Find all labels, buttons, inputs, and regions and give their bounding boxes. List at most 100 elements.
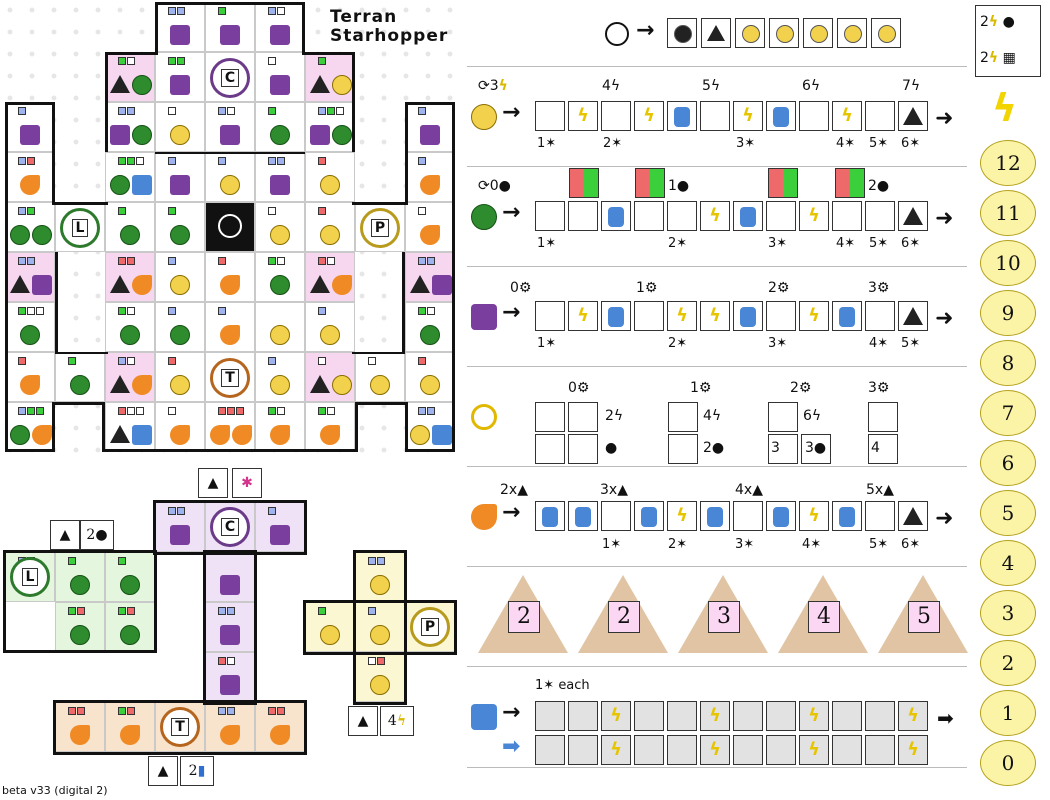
rocket-track-slot[interactable] (568, 501, 598, 531)
p-module-cell[interactable] (305, 602, 355, 652)
board-cell[interactable] (405, 202, 455, 252)
board-cell[interactable] (305, 52, 355, 102)
blue-track-slot[interactable] (865, 701, 895, 731)
board-cell[interactable] (305, 352, 355, 402)
rocket-track-slot[interactable] (832, 501, 862, 531)
l-module-cell[interactable] (105, 552, 155, 602)
blue-track-slot-2[interactable]: ϟ (799, 735, 829, 765)
score-space[interactable]: 4 (980, 540, 1036, 586)
score-space[interactable]: 0 (980, 740, 1036, 786)
board-cell[interactable] (155, 252, 205, 302)
blue-track-slot-2[interactable] (667, 735, 697, 765)
board-cell[interactable] (5, 302, 55, 352)
board-cell[interactable] (5, 252, 55, 302)
board-cell[interactable] (205, 302, 255, 352)
chip-track-slot[interactable] (601, 301, 631, 331)
upgrade-slot[interactable] (801, 434, 831, 464)
board-cell[interactable] (105, 52, 155, 102)
board-cell[interactable] (255, 52, 305, 102)
t-module-cell[interactable] (205, 702, 255, 752)
c-module-cell[interactable] (155, 502, 205, 552)
blue-track-slot[interactable] (535, 701, 565, 731)
rocket-track-slot[interactable] (766, 501, 796, 531)
gear-track-slot[interactable]: ϟ (832, 101, 862, 131)
blue-track-slot-2[interactable] (733, 735, 763, 765)
board-cell[interactable] (305, 302, 355, 352)
upgrade-slot[interactable] (868, 434, 898, 464)
chip-track-slot[interactable]: ϟ (799, 301, 829, 331)
green-track-slot[interactable] (832, 201, 862, 231)
board-cell[interactable] (155, 352, 205, 402)
board-cell[interactable] (405, 352, 455, 402)
upgrade-slot[interactable] (535, 402, 565, 432)
board-cell[interactable] (105, 352, 155, 402)
rocket-track-slot[interactable] (700, 501, 730, 531)
chip-track-slot[interactable] (733, 301, 763, 331)
green-track-slot[interactable] (634, 201, 664, 231)
blue-track-slot[interactable]: ϟ (799, 701, 829, 731)
blue-track-slot-2[interactable] (535, 735, 565, 765)
board-cell[interactable] (5, 102, 55, 152)
board-cell[interactable] (5, 402, 55, 452)
blue-track-slot[interactable]: ϟ (700, 701, 730, 731)
green-mixed-tile[interactable] (835, 168, 865, 198)
board-cell[interactable] (105, 402, 155, 452)
board-cell[interactable] (155, 102, 205, 152)
board-cell[interactable] (255, 302, 305, 352)
upgrade-slot[interactable] (768, 402, 798, 432)
board-cell[interactable] (255, 402, 305, 452)
blue-track-slot[interactable] (766, 701, 796, 731)
t-module-cell[interactable] (55, 702, 105, 752)
board-cell[interactable] (405, 302, 455, 352)
score-space[interactable]: 8 (980, 340, 1036, 386)
upgrade-slot[interactable] (568, 402, 598, 432)
blue-track-slot-2[interactable] (766, 735, 796, 765)
l-module-cell[interactable] (55, 552, 105, 602)
c-module-cell[interactable] (255, 502, 305, 552)
upgrade-slot[interactable] (535, 434, 565, 464)
board-cell[interactable] (305, 152, 355, 202)
board-cell[interactable] (5, 352, 55, 402)
green-mixed-tile[interactable] (768, 168, 798, 198)
board-cell[interactable] (305, 202, 355, 252)
l-module-cell[interactable] (105, 602, 155, 652)
board-cell[interactable] (5, 202, 55, 252)
gear-track-slot[interactable] (865, 101, 895, 131)
green-mixed-tile[interactable] (635, 168, 665, 198)
rocket-track-slot[interactable] (898, 501, 928, 531)
chip-track-slot[interactable] (898, 301, 928, 331)
board-cell[interactable] (105, 152, 155, 202)
module-wheel-l[interactable]: L (10, 557, 50, 597)
blue-track-slot-2[interactable]: ϟ (601, 735, 631, 765)
board-cell[interactable] (105, 302, 155, 352)
gear-track-slot[interactable] (535, 101, 565, 131)
rocket-track-slot[interactable]: ϟ (799, 501, 829, 531)
board-cell[interactable] (155, 2, 205, 52)
score-space[interactable]: 9 (980, 290, 1036, 336)
board-cell[interactable] (255, 2, 305, 52)
chip-track-slot[interactable] (832, 301, 862, 331)
module-wheel-t[interactable]: T (160, 707, 200, 747)
board-cell[interactable] (405, 102, 455, 152)
chip-track-slot[interactable] (634, 301, 664, 331)
board-cell[interactable] (155, 52, 205, 102)
green-track-slot[interactable] (733, 201, 763, 231)
board-cell[interactable] (255, 252, 305, 302)
blue-track-slot-2[interactable] (568, 735, 598, 765)
chip-track-slot[interactable] (766, 301, 796, 331)
board-cell[interactable] (105, 102, 155, 152)
chip-track-slot[interactable] (535, 301, 565, 331)
gear-track-slot[interactable]: ϟ (733, 101, 763, 131)
board-cell[interactable] (255, 202, 305, 252)
score-space[interactable]: 3 (980, 590, 1036, 636)
gear-track-slot[interactable] (667, 101, 697, 131)
gear-track-slot[interactable] (601, 101, 631, 131)
green-track-slot[interactable] (766, 201, 796, 231)
board-cell[interactable] (255, 102, 305, 152)
rocket-track-slot[interactable] (634, 501, 664, 531)
gear-track-slot[interactable]: ϟ (634, 101, 664, 131)
board-cell[interactable] (355, 352, 405, 402)
gear-track-slot[interactable] (898, 101, 928, 131)
board-cell[interactable] (105, 252, 155, 302)
c-module-cell[interactable] (205, 552, 255, 602)
